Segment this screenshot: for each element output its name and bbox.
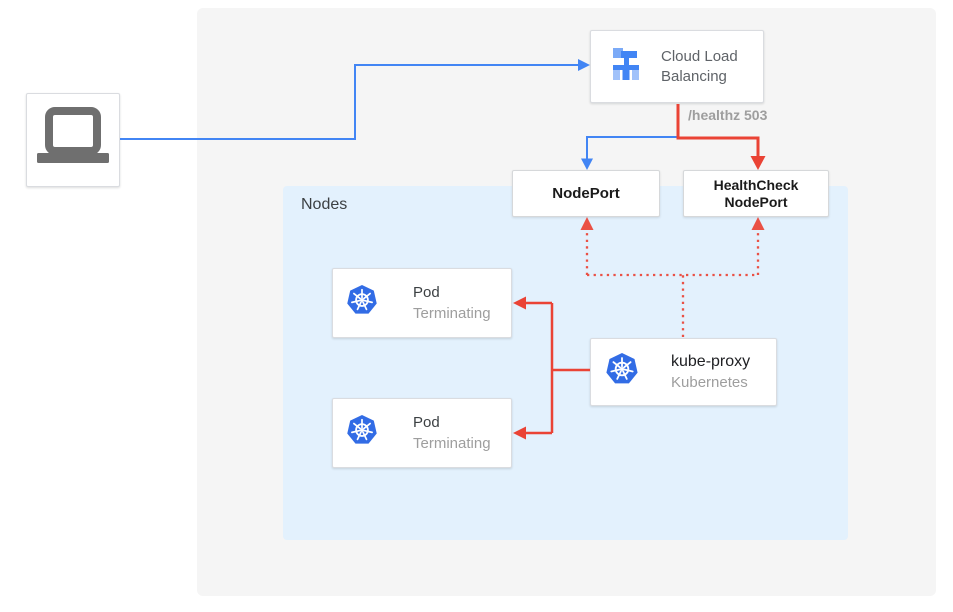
cloud-load-balancing-label: Cloud Load Balancing (661, 47, 738, 85)
laptop-icon (33, 106, 113, 174)
healthz-status-label: /healthz 503 (688, 107, 768, 123)
cloud-load-balancing-icon (607, 45, 645, 88)
pod-node-1: Pod Terminating (332, 268, 512, 338)
pod-title: Pod (413, 284, 440, 301)
pod-title: Pod (413, 414, 440, 431)
pod-node-2: Pod Terminating (332, 398, 512, 468)
healthcheck-nodeport-node: HealthCheck NodePort (683, 170, 829, 217)
nodes-group-label: Nodes (301, 196, 348, 213)
kubernetes-icon (604, 352, 640, 393)
kube-proxy-node: kube-proxy Kubernetes (590, 338, 777, 406)
cloud-load-balancing-node: Cloud Load Balancing (590, 30, 764, 103)
kube-proxy-subtitle: Kubernetes (671, 374, 748, 391)
pod-status: Terminating (413, 305, 491, 322)
pod-status: Terminating (413, 435, 491, 452)
kube-proxy-title: kube-proxy (671, 353, 751, 370)
nodeport-label: NodePort (552, 185, 620, 202)
kubernetes-icon (345, 284, 379, 323)
client-node (26, 93, 120, 187)
kubernetes-icon (345, 414, 379, 453)
healthcheck-nodeport-label: HealthCheck NodePort (713, 176, 799, 210)
nodeport-node: NodePort (512, 170, 660, 217)
